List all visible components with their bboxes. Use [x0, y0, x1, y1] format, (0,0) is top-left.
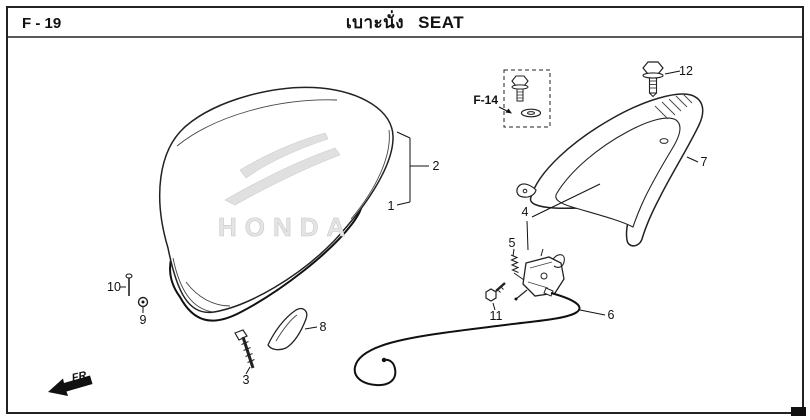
lock-cable-shape [353, 287, 581, 387]
lock-bolt-11 [485, 282, 506, 302]
leader-line-11 [492, 302, 496, 311]
page-ref: F - 19 [22, 15, 61, 32]
callout-3: 3 [243, 373, 250, 387]
page-title: เบาะนั่ง SEAT [346, 10, 464, 32]
callout-9: 9 [140, 313, 147, 327]
leader-tick-top [396, 131, 411, 139]
callout-4: 4 [522, 205, 529, 219]
honda-watermark-text: HONDA [218, 212, 353, 242]
seat-seam-top [176, 99, 338, 147]
callout-11: 11 [490, 309, 503, 323]
seat-rubber-shape [267, 307, 308, 351]
leader-line-4-vertical [526, 220, 529, 251]
callout-6: 6 [608, 308, 615, 322]
leader-line-5 [512, 248, 515, 257]
rail-front-bracket [516, 183, 537, 198]
rail-bolt-12 [642, 61, 664, 98]
leader-line-4-diagonal [531, 183, 601, 218]
f14-ref-arrow [498, 106, 512, 114]
leader-line-1 [396, 201, 411, 206]
callout-10: 10 [107, 280, 121, 294]
seat-grommet-9 [137, 296, 149, 308]
leader-line-6 [579, 309, 606, 316]
front-arrow-icon [48, 375, 93, 396]
honda-wing-watermark [224, 132, 341, 206]
seat-edge-line [350, 129, 390, 220]
f14-washer [520, 108, 542, 118]
lock-spring-shape [510, 254, 525, 281]
callout-5: 5 [509, 236, 516, 250]
leader-lines [120, 70, 699, 375]
seat-shape [159, 86, 394, 314]
seat-lock-shape [514, 248, 565, 301]
callout-7: 7 [701, 155, 708, 169]
seat-screw-10 [125, 273, 133, 296]
callout-2: 2 [433, 159, 440, 173]
leader-line-7 [686, 156, 699, 163]
seat-skirt-fold [185, 281, 231, 307]
f14-dashed-box [503, 69, 551, 128]
page-title-en: SEAT [418, 13, 464, 32]
callout-8: 8 [320, 320, 327, 334]
front-label: FR. [71, 369, 91, 384]
callout-1: 1 [388, 199, 395, 213]
callout-12: 12 [679, 64, 693, 78]
f14-bolt [511, 75, 529, 102]
seat-bolt-3 [234, 329, 255, 369]
callout-numbers: 1 2 3 4 5 6 7 8 9 10 11 12 [107, 64, 707, 387]
leader-line-12 [664, 70, 681, 75]
front-direction-indicator: FR. [48, 369, 93, 396]
page-title-thai: เบาะนั่ง [346, 10, 404, 32]
page-border [6, 6, 804, 414]
f14-ref-label: F-14 [473, 93, 498, 107]
leader-line-3 [245, 366, 251, 375]
page-corner-mark [791, 407, 806, 416]
leader-line-8 [304, 326, 318, 330]
grab-rail-shape [529, 93, 704, 247]
seat-skirt-line [172, 257, 214, 313]
